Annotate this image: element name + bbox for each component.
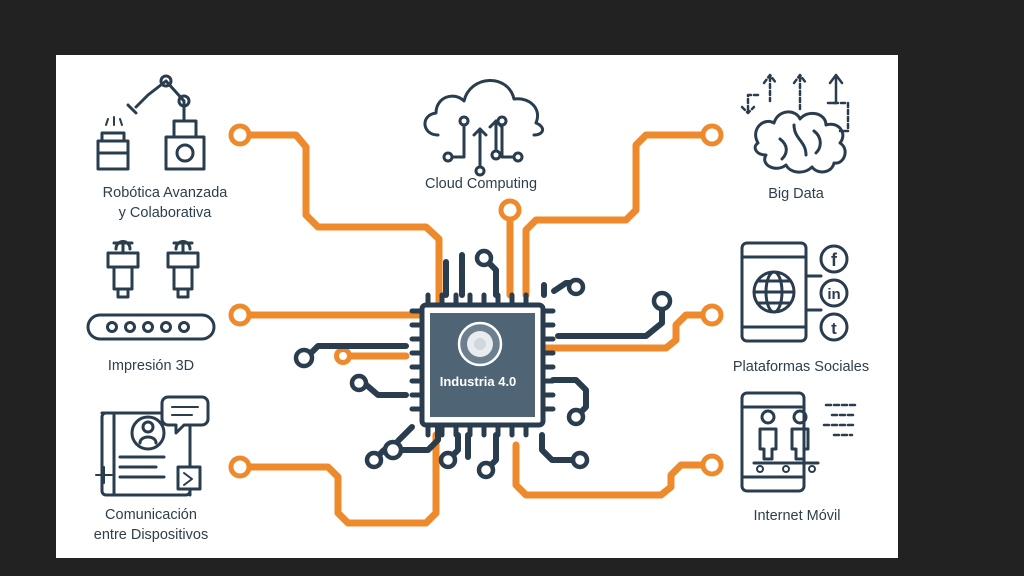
- facebook-icon: f: [831, 250, 838, 270]
- twitter-icon: t: [831, 319, 837, 338]
- label-bigdata: Big Data: [701, 184, 891, 204]
- label-mobile: Internet Móvil: [702, 506, 892, 526]
- connector-m2m: [242, 431, 440, 527]
- label-bigdata-line1: Big Data: [768, 186, 824, 202]
- chip-pins: [409, 292, 556, 438]
- connector-robotics: [242, 131, 443, 317]
- cloud-network-icon: [423, 79, 544, 177]
- industry-diagram: f in t: [86, 73, 858, 527]
- device-communication-icon: [95, 395, 210, 497]
- label-mobile-line1: Internet Móvil: [753, 508, 841, 524]
- label-robotics-line1: Robótica Avanzada: [102, 185, 228, 201]
- linkedin-icon: in: [827, 286, 840, 303]
- label-robotics: Robótica Avanzada y Colaborativa: [70, 183, 260, 223]
- brain-data-icon: [740, 73, 850, 174]
- social-phone-icon: [740, 241, 849, 343]
- navy-terminals: [293, 248, 673, 480]
- infographic-card: f in t Industria 4.0 Robótica Avanzada y…: [56, 55, 898, 558]
- orange-terminals: [228, 123, 724, 479]
- connector-bigdata: [522, 131, 710, 299]
- label-cloud-line1: Cloud Computing: [424, 176, 538, 192]
- 3d-printer-icon: [86, 240, 216, 341]
- label-print3d: Impresión 3D: [56, 356, 246, 376]
- label-print3d-line1: Impresión 3D: [107, 358, 195, 374]
- label-m2m-line1: Comunicación: [105, 507, 197, 523]
- connector-social: [539, 311, 710, 352]
- label-robotics-line2: y Colaborativa: [118, 205, 212, 221]
- mobile-internet-icon: [740, 391, 858, 493]
- orange-connectors: [242, 131, 710, 527]
- label-m2m: Comunicación entre Dispositivos: [56, 505, 246, 545]
- label-cloud: Cloud Computing: [386, 174, 576, 194]
- label-m2m-line2: entre Dispositivos: [93, 527, 209, 543]
- label-social: Plataformas Sociales: [706, 357, 896, 377]
- connector-mobile: [512, 441, 710, 499]
- robot-arm-icon: [96, 74, 206, 171]
- label-social-line1: Plataformas Sociales: [732, 359, 870, 375]
- chip-label: Industria 4.0: [439, 374, 517, 389]
